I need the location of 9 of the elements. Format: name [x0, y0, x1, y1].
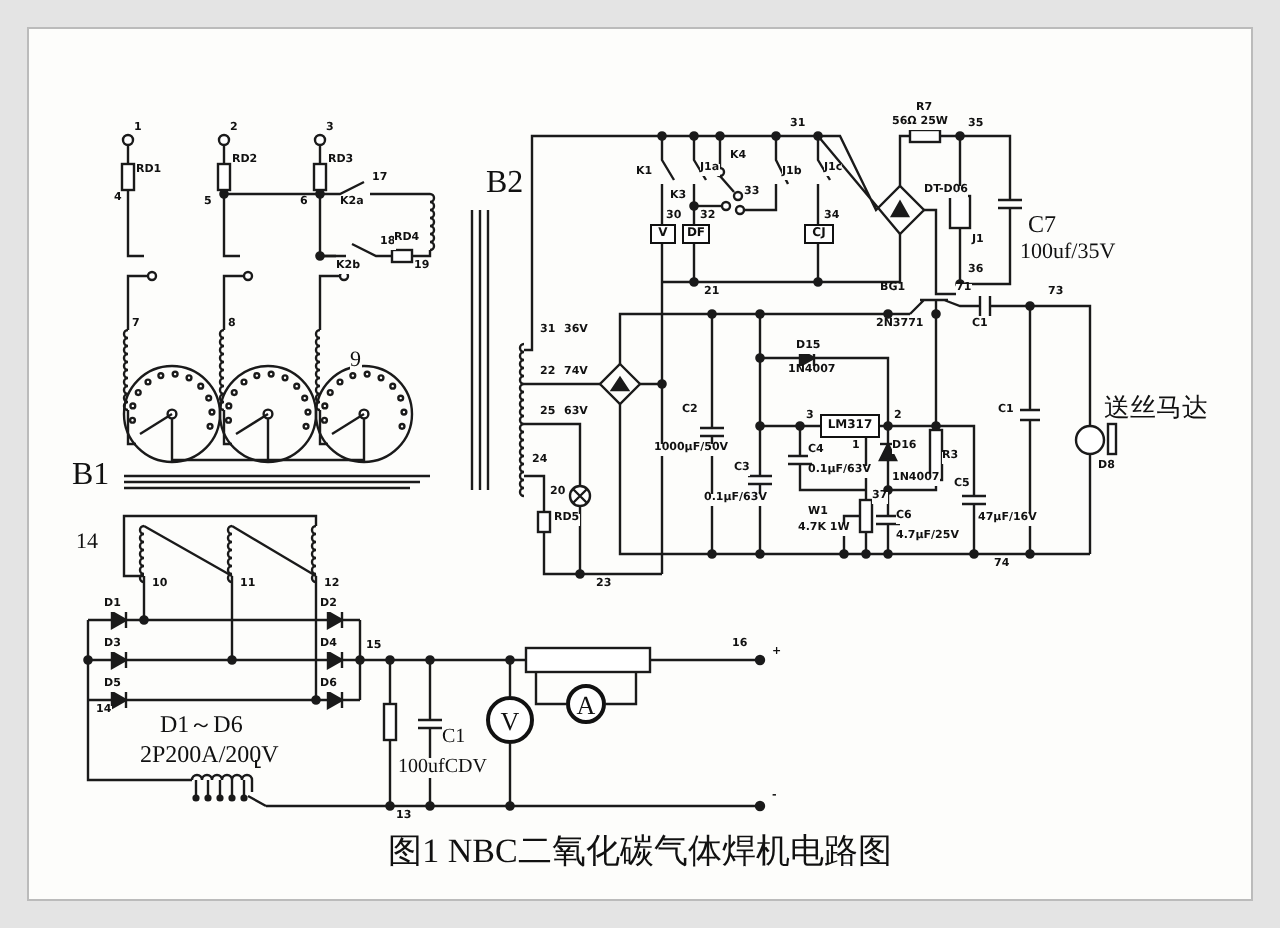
- component-label: 100uf/35V: [1020, 242, 1116, 264]
- component-label: C7: [1028, 212, 1057, 236]
- component-label: D1～D6: [160, 712, 243, 736]
- component-label: 100ufCDV: [398, 758, 487, 778]
- component-label: 9: [350, 350, 361, 372]
- component-label: 14: [76, 532, 98, 554]
- component-label: 送丝马达: [1104, 394, 1208, 420]
- diagram-title: 图1 NBC二氧化碳气体焊机电路图: [388, 830, 892, 874]
- component-label: C1: [442, 728, 466, 748]
